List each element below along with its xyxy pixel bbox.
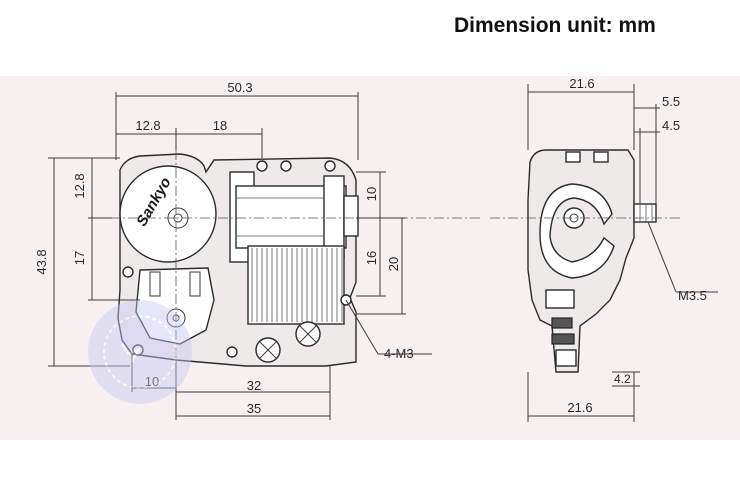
callout-mount-holes: 4-M3 xyxy=(384,346,414,361)
front-dimension-lines xyxy=(48,92,432,420)
dim-shaft-offset: 4.5 xyxy=(662,118,680,133)
dimension-unit-title: Dimension unit: mm xyxy=(454,14,656,37)
mount-hole-bottom-2 xyxy=(132,344,144,356)
gear-slot-2 xyxy=(189,271,201,297)
mount-hole-top-2 xyxy=(280,160,292,172)
comb-plate xyxy=(247,245,345,325)
dim-bottom-width: 21.6 xyxy=(567,400,592,415)
gear-slot-1 xyxy=(149,271,161,297)
mount-hole-bottom-1 xyxy=(226,346,238,358)
dim-drum-span: 20 xyxy=(386,257,401,271)
watermark-mark xyxy=(121,343,141,363)
dim-lower-offset: 17 xyxy=(72,251,87,265)
screw-lower-left xyxy=(255,337,281,363)
gear-train xyxy=(135,267,215,345)
callout-shaft-thread: M3.5 xyxy=(678,288,707,303)
watermark-ring xyxy=(103,315,177,389)
mount-hole-left xyxy=(122,266,134,278)
dim-base-width: 35 xyxy=(247,401,261,416)
side-top-tab-2 xyxy=(593,151,609,163)
dim-drum-upper: 10 xyxy=(364,187,379,201)
side-dimension-lines xyxy=(527,84,718,422)
dim-base-thickness: 4.2 xyxy=(614,372,631,386)
screw-lower-right xyxy=(295,321,321,347)
dim-drum-lower: 16 xyxy=(364,251,379,265)
side-block-3 xyxy=(551,333,575,345)
side-drum-arc xyxy=(539,183,615,279)
mount-hole-top-3 xyxy=(324,160,336,172)
watermark-circle xyxy=(88,300,192,404)
dim-top-width: 21.6 xyxy=(569,76,594,91)
side-shaft xyxy=(633,203,657,223)
side-block-4 xyxy=(555,349,577,367)
drum-end-cap xyxy=(343,195,359,237)
side-view xyxy=(490,149,680,373)
dim-overall-height: 43.8 xyxy=(34,249,49,274)
comb-teeth xyxy=(251,248,343,322)
mount-hole-top-1 xyxy=(256,160,268,172)
dim-hole-spacing: 18 xyxy=(213,118,227,133)
dim-base-holes: 32 xyxy=(247,378,261,393)
dim-top-offset: 12.8 xyxy=(72,173,87,198)
dim-base-left: 10 xyxy=(145,374,159,389)
dim-left-offset: 12.8 xyxy=(135,118,160,133)
front-view: Sankyo xyxy=(110,150,480,380)
side-block-1 xyxy=(545,289,575,309)
dim-overall-width: 50.3 xyxy=(227,80,252,95)
side-top-tab-1 xyxy=(565,151,581,163)
dim-shaft-length: 5.5 xyxy=(662,94,680,109)
comb xyxy=(247,245,345,325)
brand-disk xyxy=(119,165,217,263)
side-block-2 xyxy=(551,317,573,329)
watermark-seal xyxy=(88,300,192,404)
